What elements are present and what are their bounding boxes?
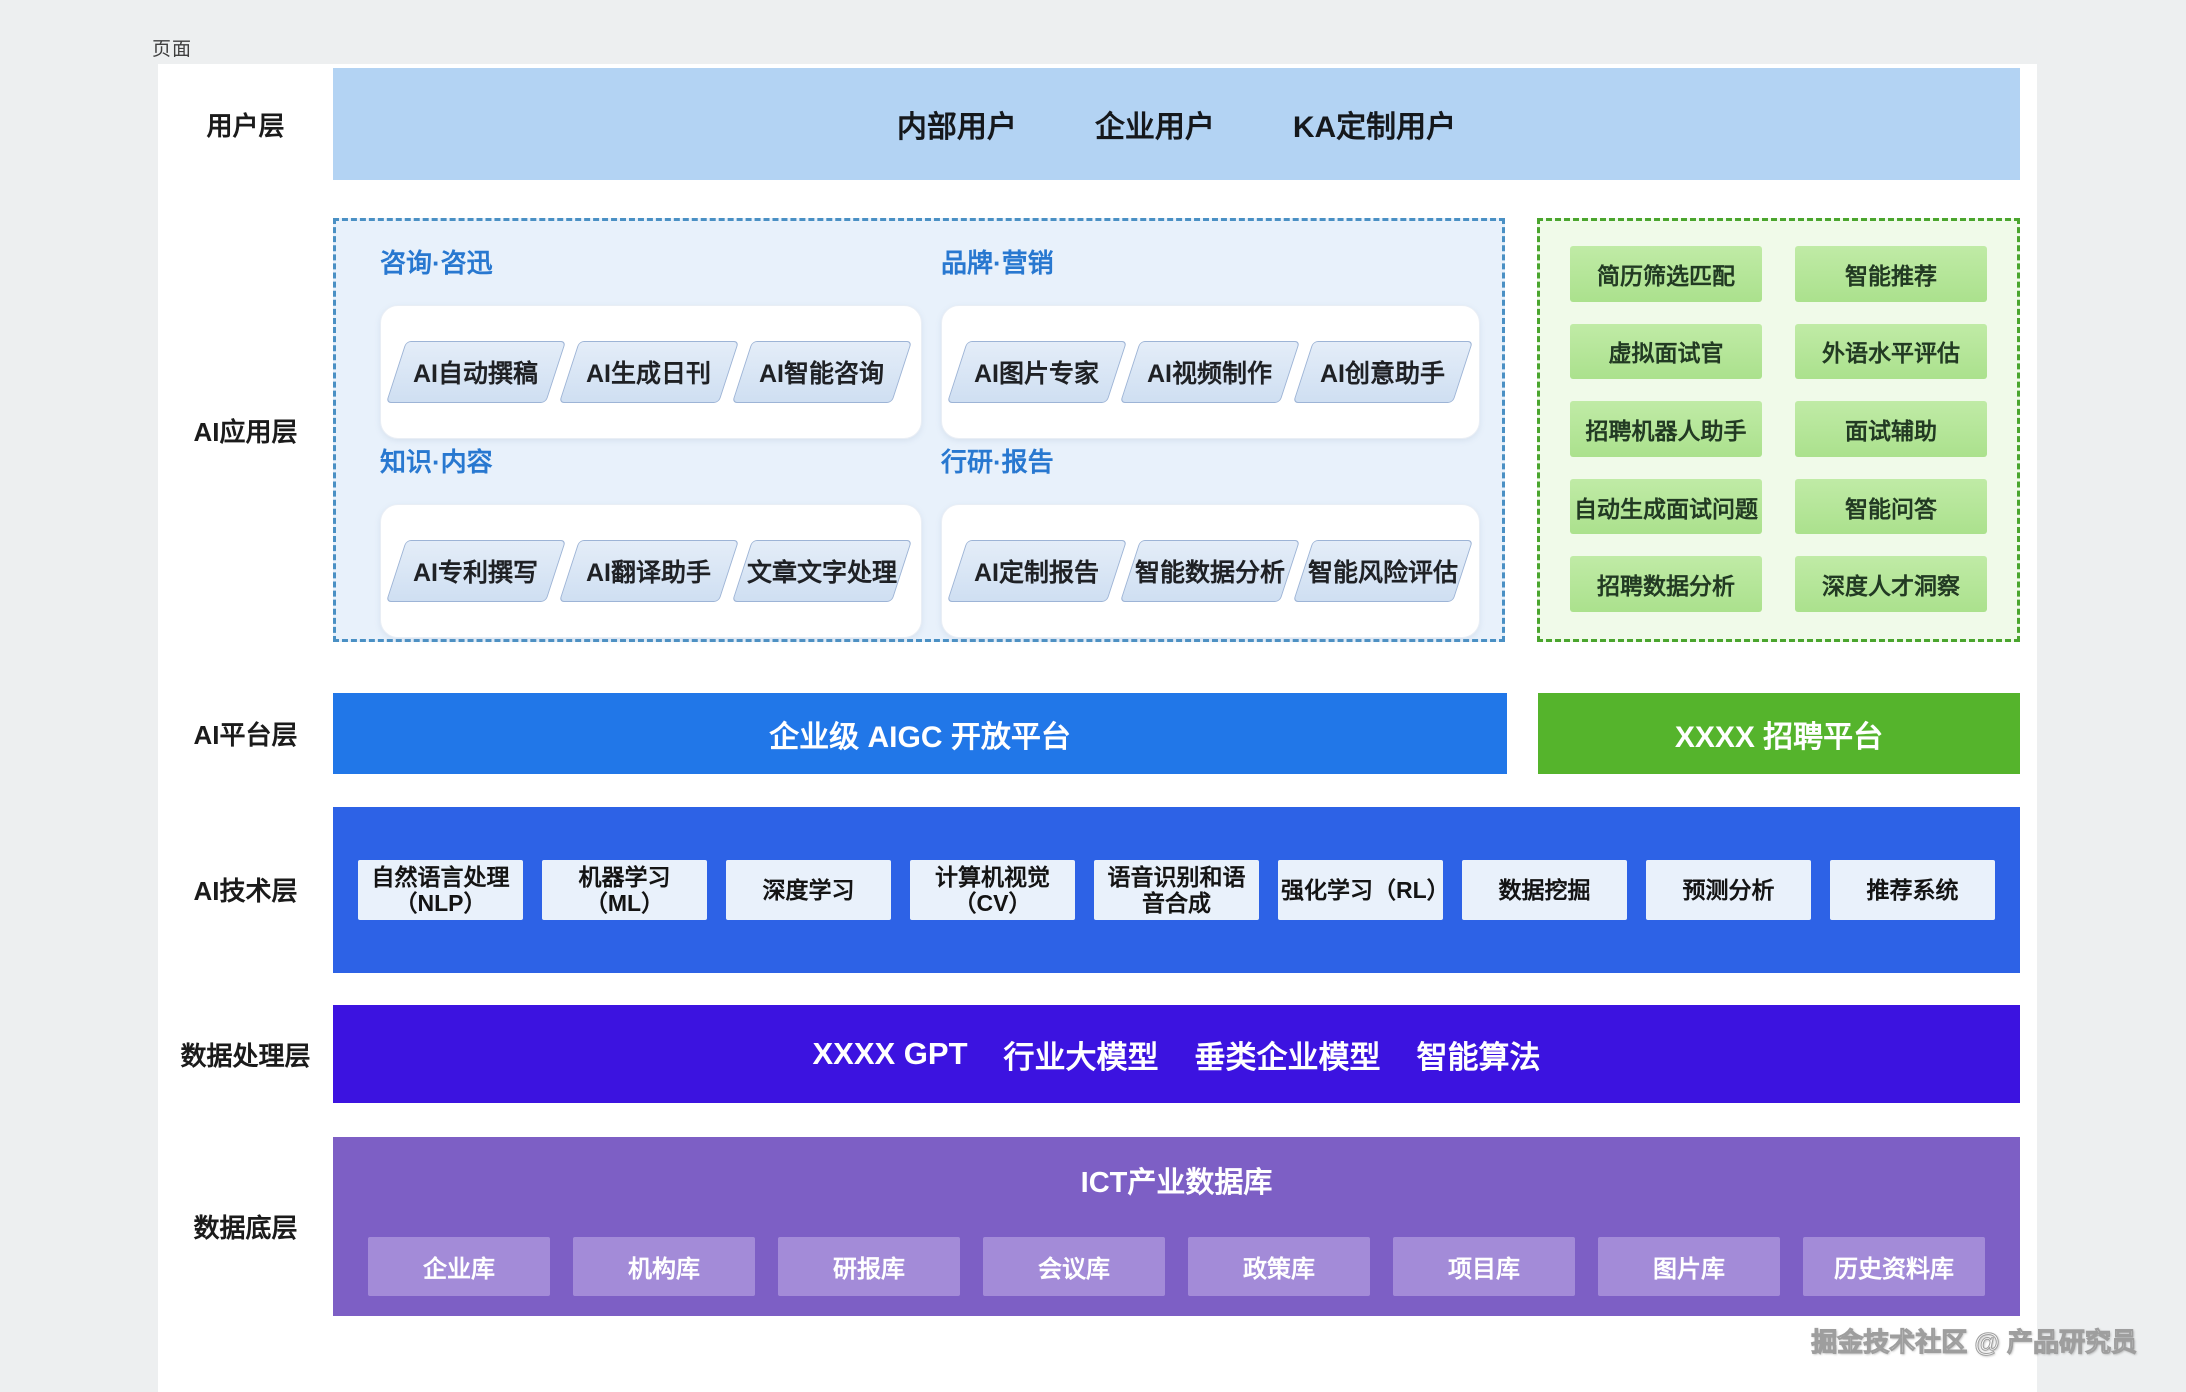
app-shape-label: AI创意助手: [1320, 360, 1446, 388]
watermark-credit: 掘金技术社区 @ 产品研究员: [1811, 1327, 2138, 1358]
layer-label-app: AI应用层: [193, 416, 298, 447]
tech-chip: 数据挖掘: [1462, 860, 1627, 920]
database-chip: 项目库: [1393, 1237, 1575, 1296]
app-shape: AI专利撰写: [385, 540, 567, 602]
section-card: AI图片专家 AI视频制作 AI创意助手: [941, 305, 1480, 439]
app-shape-label: 文章文字处理: [746, 559, 897, 587]
recruit-platform-bar: XXXX 招聘平台: [1538, 693, 2020, 774]
section-knowledge-content: 知识·内容 AI专利撰写 AI翻译助手 文章文字处理: [380, 446, 922, 645]
section-title: 品牌·营销: [941, 248, 1054, 278]
recruit-chip: 招聘机器人助手: [1570, 401, 1762, 457]
user-layer-bar: 内部用户 企业用户 KA定制用户: [333, 68, 2020, 180]
processing-item: 垂类企业模型: [1194, 1039, 1381, 1075]
layer-label-platform: AI平台层: [193, 719, 298, 750]
app-shape: AI创意助手: [1292, 341, 1474, 403]
app-shape-label: 智能风险评估: [1307, 559, 1458, 587]
app-layer-box: 咨询·咨迅 AI自动撰稿 AI生成日刊 AI智能咨询 品牌·营销 AI图片专家 …: [333, 218, 1505, 642]
processing-item: 行业大模型: [1003, 1039, 1159, 1075]
section-card: AI专利撰写 AI翻译助手 文章文字处理: [380, 504, 922, 638]
tech-chip: 推荐系统: [1830, 860, 1995, 920]
recruit-chip: 简历筛选匹配: [1570, 246, 1762, 302]
database-chip: 会议库: [983, 1237, 1165, 1296]
processing-item: 智能算法: [1416, 1039, 1541, 1075]
tech-chip: 机器学习（ML）: [542, 860, 707, 920]
section-title: 行研·报告: [941, 447, 1054, 477]
user-item: 企业用户: [1094, 111, 1215, 144]
database-chip: 机构库: [573, 1237, 755, 1296]
section-brand-marketing: 品牌·营销 AI图片专家 AI视频制作 AI创意助手: [941, 247, 1480, 446]
section-title: 知识·内容: [380, 447, 493, 477]
tech-chip: 计算机视觉（CV）: [910, 860, 1075, 920]
architecture-diagram: 用户层 AI应用层 AI平台层 AI技术层 数据处理层 数据底层 内部用户 企业…: [158, 64, 2037, 1392]
app-shape: 智能风险评估: [1292, 540, 1474, 602]
user-item: KA定制用户: [1292, 111, 1457, 144]
app-shape-label: 智能数据分析: [1134, 559, 1285, 587]
app-shape: AI翻译助手: [558, 540, 740, 602]
recruit-chip: 深度人才洞察: [1795, 556, 1987, 612]
layer-label-data: 数据底层: [193, 1212, 298, 1243]
recruit-chip: 智能推荐: [1795, 246, 1987, 302]
processing-item: XXXX GPT: [812, 1036, 968, 1071]
tech-layer-band: 自然语言处理（NLP） 机器学习（ML） 深度学习 计算机视觉（CV） 语音识别…: [333, 807, 2020, 973]
database-chip: 历史资料库: [1803, 1237, 1985, 1296]
app-shape: AI自动撰稿: [385, 341, 567, 403]
tech-chip: 强化学习（RL）: [1278, 860, 1450, 920]
page-label: 页面: [152, 39, 193, 60]
section-research-report: 行研·报告 AI定制报告 智能数据分析 智能风险评估: [941, 446, 1480, 645]
database-chip: 企业库: [368, 1237, 550, 1296]
database-title: ICT产业数据库: [1080, 1167, 1273, 1199]
database-chip: 政策库: [1188, 1237, 1370, 1296]
aigc-platform-bar: 企业级 AIGC 开放平台: [333, 693, 1507, 774]
data-processing-bar: XXXX GPT 行业大模型 垂类企业模型 智能算法: [333, 1005, 2020, 1103]
layer-label-tech: AI技术层: [193, 875, 298, 906]
app-shape-label: AI生成日刊: [586, 360, 712, 388]
layer-label-user: 用户层: [206, 110, 285, 141]
app-shape: 文章文字处理: [731, 540, 913, 602]
recruit-app-box: 简历筛选匹配 智能推荐 虚拟面试官 外语水平评估 招聘机器人助手 面试辅助 自动…: [1537, 218, 2020, 642]
app-shape: AI视频制作: [1119, 341, 1301, 403]
app-shape-label: AI专利撰写: [413, 559, 539, 587]
tech-chip: 预测分析: [1646, 860, 1811, 920]
app-shape: AI智能咨询: [731, 341, 913, 403]
recruit-chip: 招聘数据分析: [1570, 556, 1762, 612]
database-chip: 图片库: [1598, 1237, 1780, 1296]
data-layer-panel: ICT产业数据库 企业库 机构库 研报库 会议库 政策库 项目库 图片库 历史资…: [333, 1137, 2020, 1316]
app-shape-label: AI翻译助手: [586, 559, 712, 587]
recruit-chip: 智能问答: [1795, 478, 1987, 535]
app-shape-label: AI智能咨询: [759, 360, 885, 388]
app-shape: AI定制报告: [946, 540, 1128, 602]
tech-chip: 自然语言处理（NLP）: [358, 860, 523, 920]
user-item: 内部用户: [896, 111, 1017, 144]
app-shape-label: AI视频制作: [1147, 360, 1273, 388]
recruit-chip: 虚拟面试官: [1570, 323, 1762, 380]
app-shape-label: AI定制报告: [974, 559, 1100, 587]
database-chip: 研报库: [778, 1237, 960, 1296]
section-consulting: 咨询·咨迅 AI自动撰稿 AI生成日刊 AI智能咨询: [380, 247, 922, 446]
app-shape-label: AI图片专家: [974, 360, 1100, 388]
app-shape: AI图片专家: [946, 341, 1128, 403]
app-shape-label: AI自动撰稿: [413, 360, 539, 388]
tech-chip: 语音识别和语音合成: [1094, 860, 1259, 920]
recruit-chip: 面试辅助: [1795, 401, 1987, 457]
app-shape: AI生成日刊: [558, 341, 740, 403]
recruit-chip: 自动生成面试问题: [1570, 478, 1762, 535]
app-shape: 智能数据分析: [1119, 540, 1301, 602]
layer-label-processing: 数据处理层: [180, 1040, 311, 1071]
section-card: AI定制报告 智能数据分析 智能风险评估: [941, 504, 1480, 638]
tech-chip: 深度学习: [726, 860, 891, 920]
section-card: AI自动撰稿 AI生成日刊 AI智能咨询: [380, 305, 922, 439]
section-title: 咨询·咨迅: [380, 248, 493, 278]
recruit-chip: 外语水平评估: [1795, 323, 1987, 380]
